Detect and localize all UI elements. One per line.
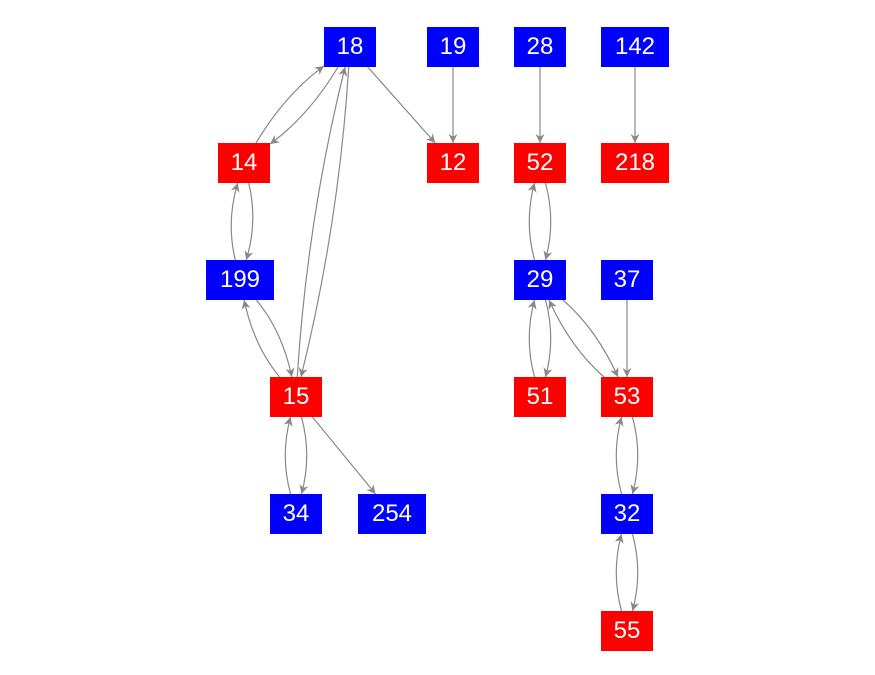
node-29[interactable]: 29	[514, 260, 566, 300]
edge-14-to-199	[244, 182, 254, 261]
edge-199-to-15	[255, 299, 295, 378]
edge-34-to-15	[283, 416, 293, 495]
node-32[interactable]: 32	[601, 494, 653, 534]
edge-29-to-52	[527, 182, 537, 261]
node-51[interactable]: 51	[514, 377, 566, 417]
node-37[interactable]: 37	[601, 260, 653, 300]
edge-53-to-29	[548, 299, 605, 378]
edge-15-to-18	[296, 66, 348, 378]
edge-55-to-32	[614, 533, 624, 612]
node-199[interactable]: 199	[206, 260, 274, 300]
node-254[interactable]: 254	[358, 494, 426, 534]
edge-18-to-12	[367, 66, 436, 144]
edge-32-to-53	[614, 416, 624, 495]
edge-15-to-199	[241, 299, 281, 378]
node-12[interactable]: 12	[427, 143, 479, 183]
node-15[interactable]: 15	[270, 377, 322, 417]
edge-29-to-51	[543, 299, 553, 378]
node-19[interactable]: 19	[427, 27, 479, 67]
node-218[interactable]: 218	[601, 143, 669, 183]
node-53[interactable]: 53	[601, 377, 653, 417]
edge-18-to-15	[298, 66, 350, 378]
edge-52-to-29	[543, 182, 553, 261]
node-34[interactable]: 34	[270, 494, 322, 534]
edge-199-to-14	[230, 182, 240, 261]
edge-15-to-254	[311, 416, 377, 495]
node-28[interactable]: 28	[514, 27, 566, 67]
edge-18-to-14	[269, 66, 339, 145]
node-142[interactable]: 142	[601, 27, 669, 67]
node-55[interactable]: 55	[601, 611, 653, 651]
edge-32-to-55	[630, 533, 640, 612]
edge-15-to-34	[299, 416, 309, 495]
node-52[interactable]: 52	[514, 143, 566, 183]
edge-29-to-53	[562, 299, 619, 378]
edge-53-to-32	[630, 416, 640, 495]
edge-14-to-18	[255, 65, 325, 144]
node-18[interactable]: 18	[324, 27, 376, 67]
edge-51-to-29	[527, 299, 537, 378]
node-14[interactable]: 14	[218, 143, 270, 183]
